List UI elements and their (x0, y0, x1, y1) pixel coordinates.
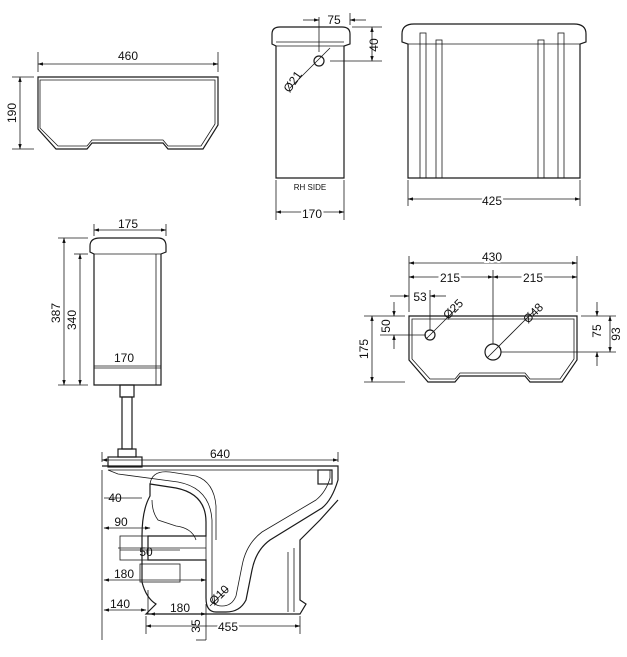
cistern-side-view: Ø21 75 40 RH SIDE 170 (271, 13, 382, 223)
toilet-assembly-view: 175 170 387 340 640 40 (49, 217, 339, 641)
dim-75: 75 (327, 13, 341, 27)
dim-50-plan: 50 (379, 319, 393, 333)
dim-460: 460 (118, 49, 138, 63)
dim-40-assembly: 40 (108, 491, 122, 505)
dim-d10: Ø10 (206, 582, 232, 608)
dim-640: 640 (210, 447, 230, 461)
dim-40: 40 (367, 38, 381, 52)
dim-d21: Ø21 (280, 68, 305, 95)
dim-190: 190 (5, 103, 19, 123)
dim-90: 90 (114, 515, 128, 529)
dim-387: 387 (49, 303, 63, 323)
dim-50-assembly: 50 (139, 545, 153, 559)
dim-430: 430 (482, 250, 502, 264)
pan-plan-view: 430 215 215 53 Ø25 Ø48 175 50 75 93 (357, 248, 623, 383)
dim-93-plan: 93 (609, 327, 623, 341)
dim-35: 35 (189, 619, 203, 633)
dim-180-upper: 180 (114, 567, 134, 581)
dim-175-plan: 175 (357, 339, 371, 359)
dim-455: 455 (218, 620, 238, 634)
cistern-top-view: 460 190 (5, 49, 219, 150)
dim-d48: Ø48 (520, 300, 546, 326)
dim-215-right: 215 (523, 271, 543, 285)
dim-75-plan: 75 (590, 324, 604, 338)
cistern-front-view: 425 (401, 23, 587, 210)
dim-170-assembly: 170 (114, 351, 134, 365)
dim-340: 340 (65, 310, 79, 330)
dim-180-lower: 180 (170, 601, 190, 615)
dim-425: 425 (482, 194, 502, 208)
dim-215-left: 215 (440, 271, 460, 285)
dim-175-assembly: 175 (118, 217, 138, 231)
dim-53: 53 (413, 290, 427, 304)
rh-side-label: RH SIDE (294, 183, 326, 192)
dim-170-side: 170 (302, 207, 322, 221)
dim-140: 140 (110, 597, 130, 611)
dim-d25: Ø25 (440, 296, 466, 322)
flush-connector (119, 384, 135, 398)
